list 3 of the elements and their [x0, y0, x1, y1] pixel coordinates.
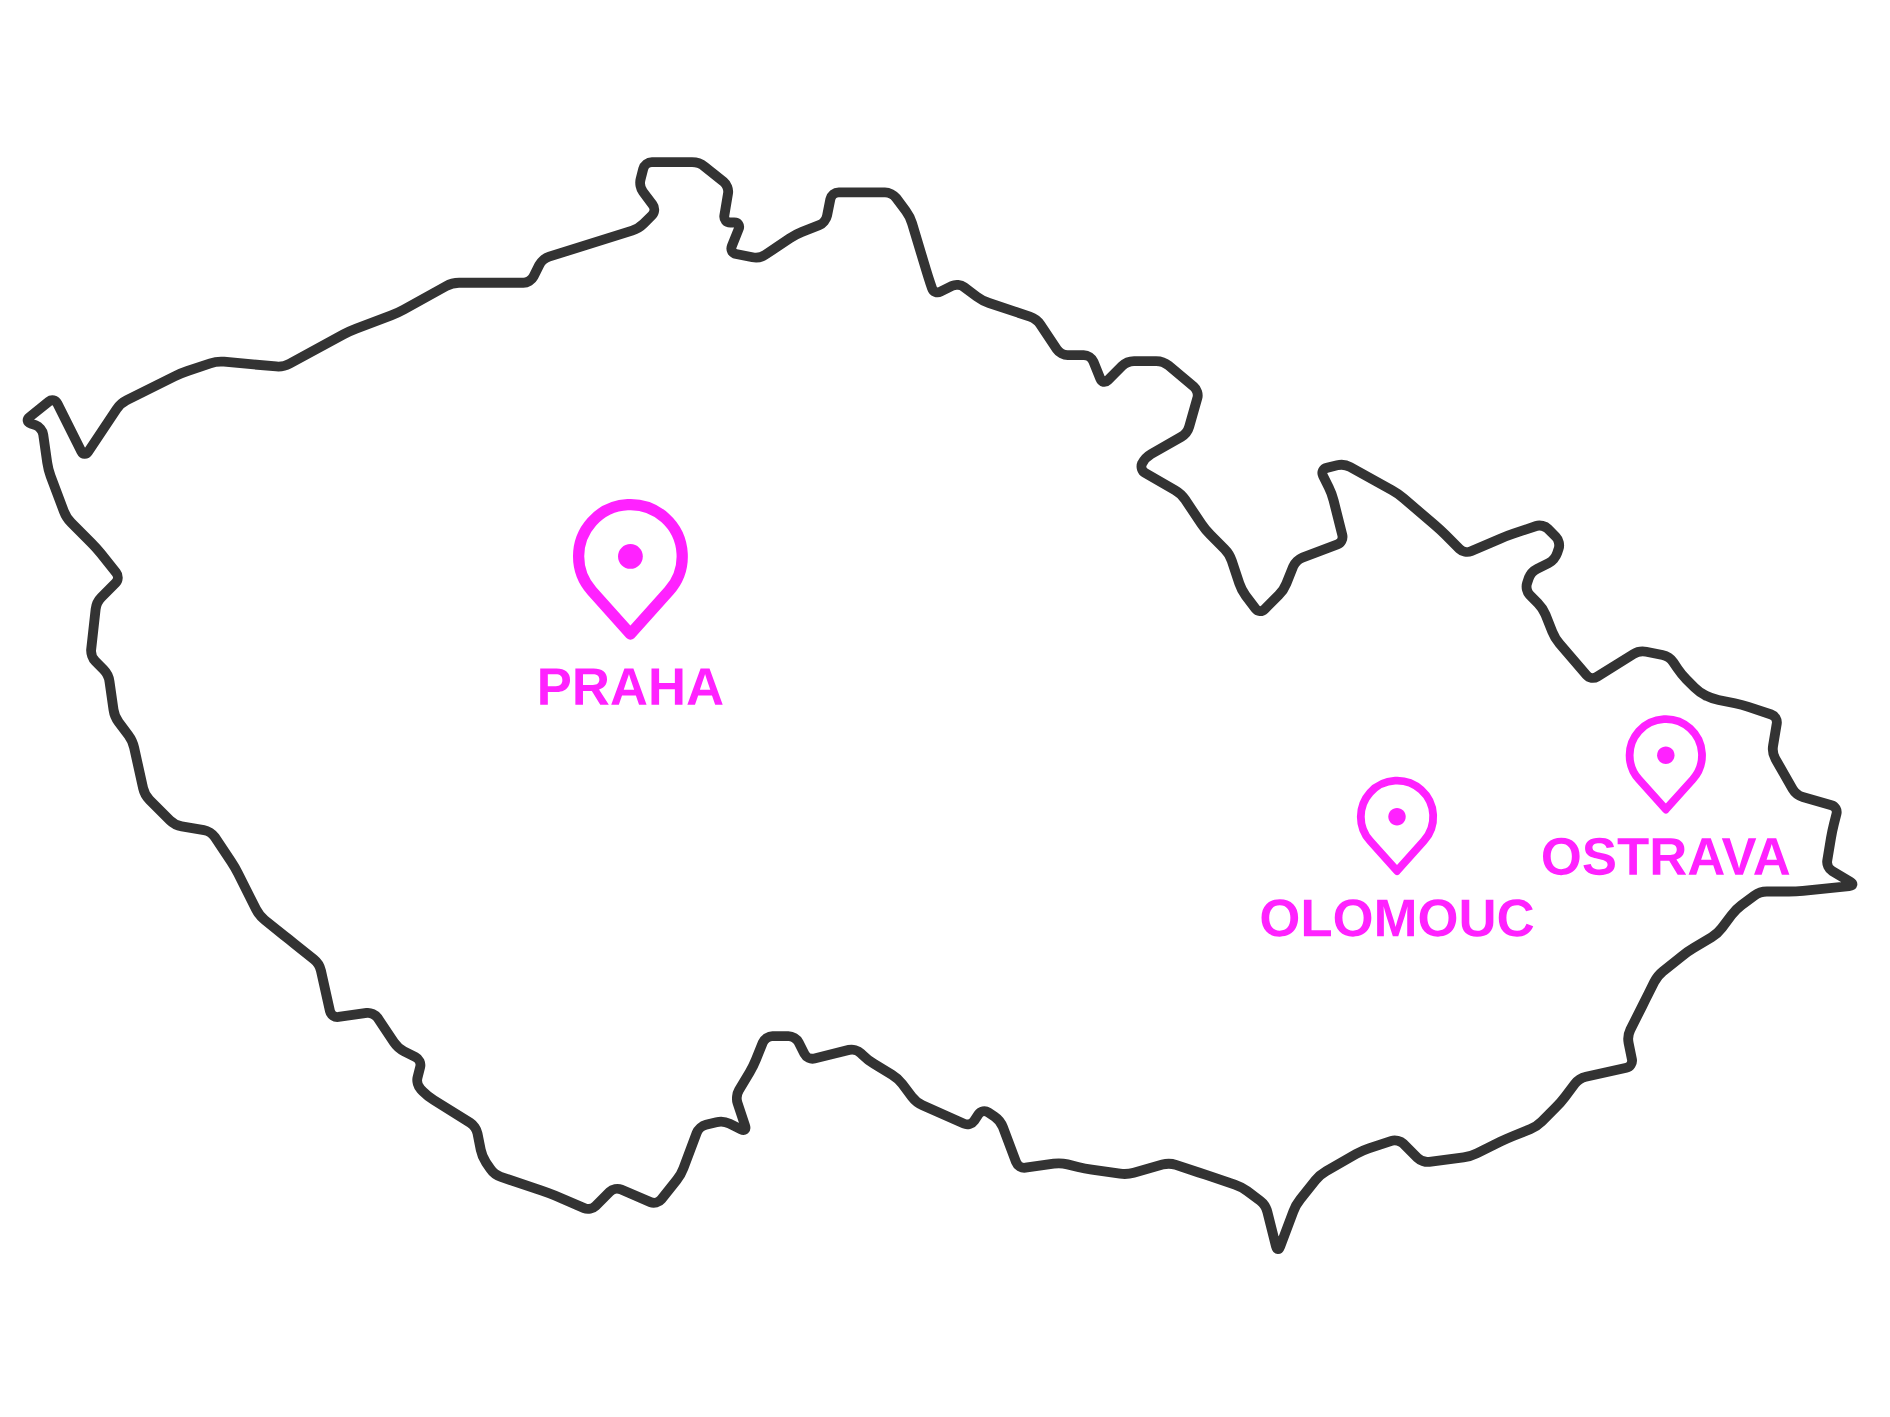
city-label: OLOMOUC: [1261, 899, 1534, 937]
city-label: OSTRAVA: [1543, 837, 1790, 876]
city-label: PRAHA: [540, 668, 723, 705]
